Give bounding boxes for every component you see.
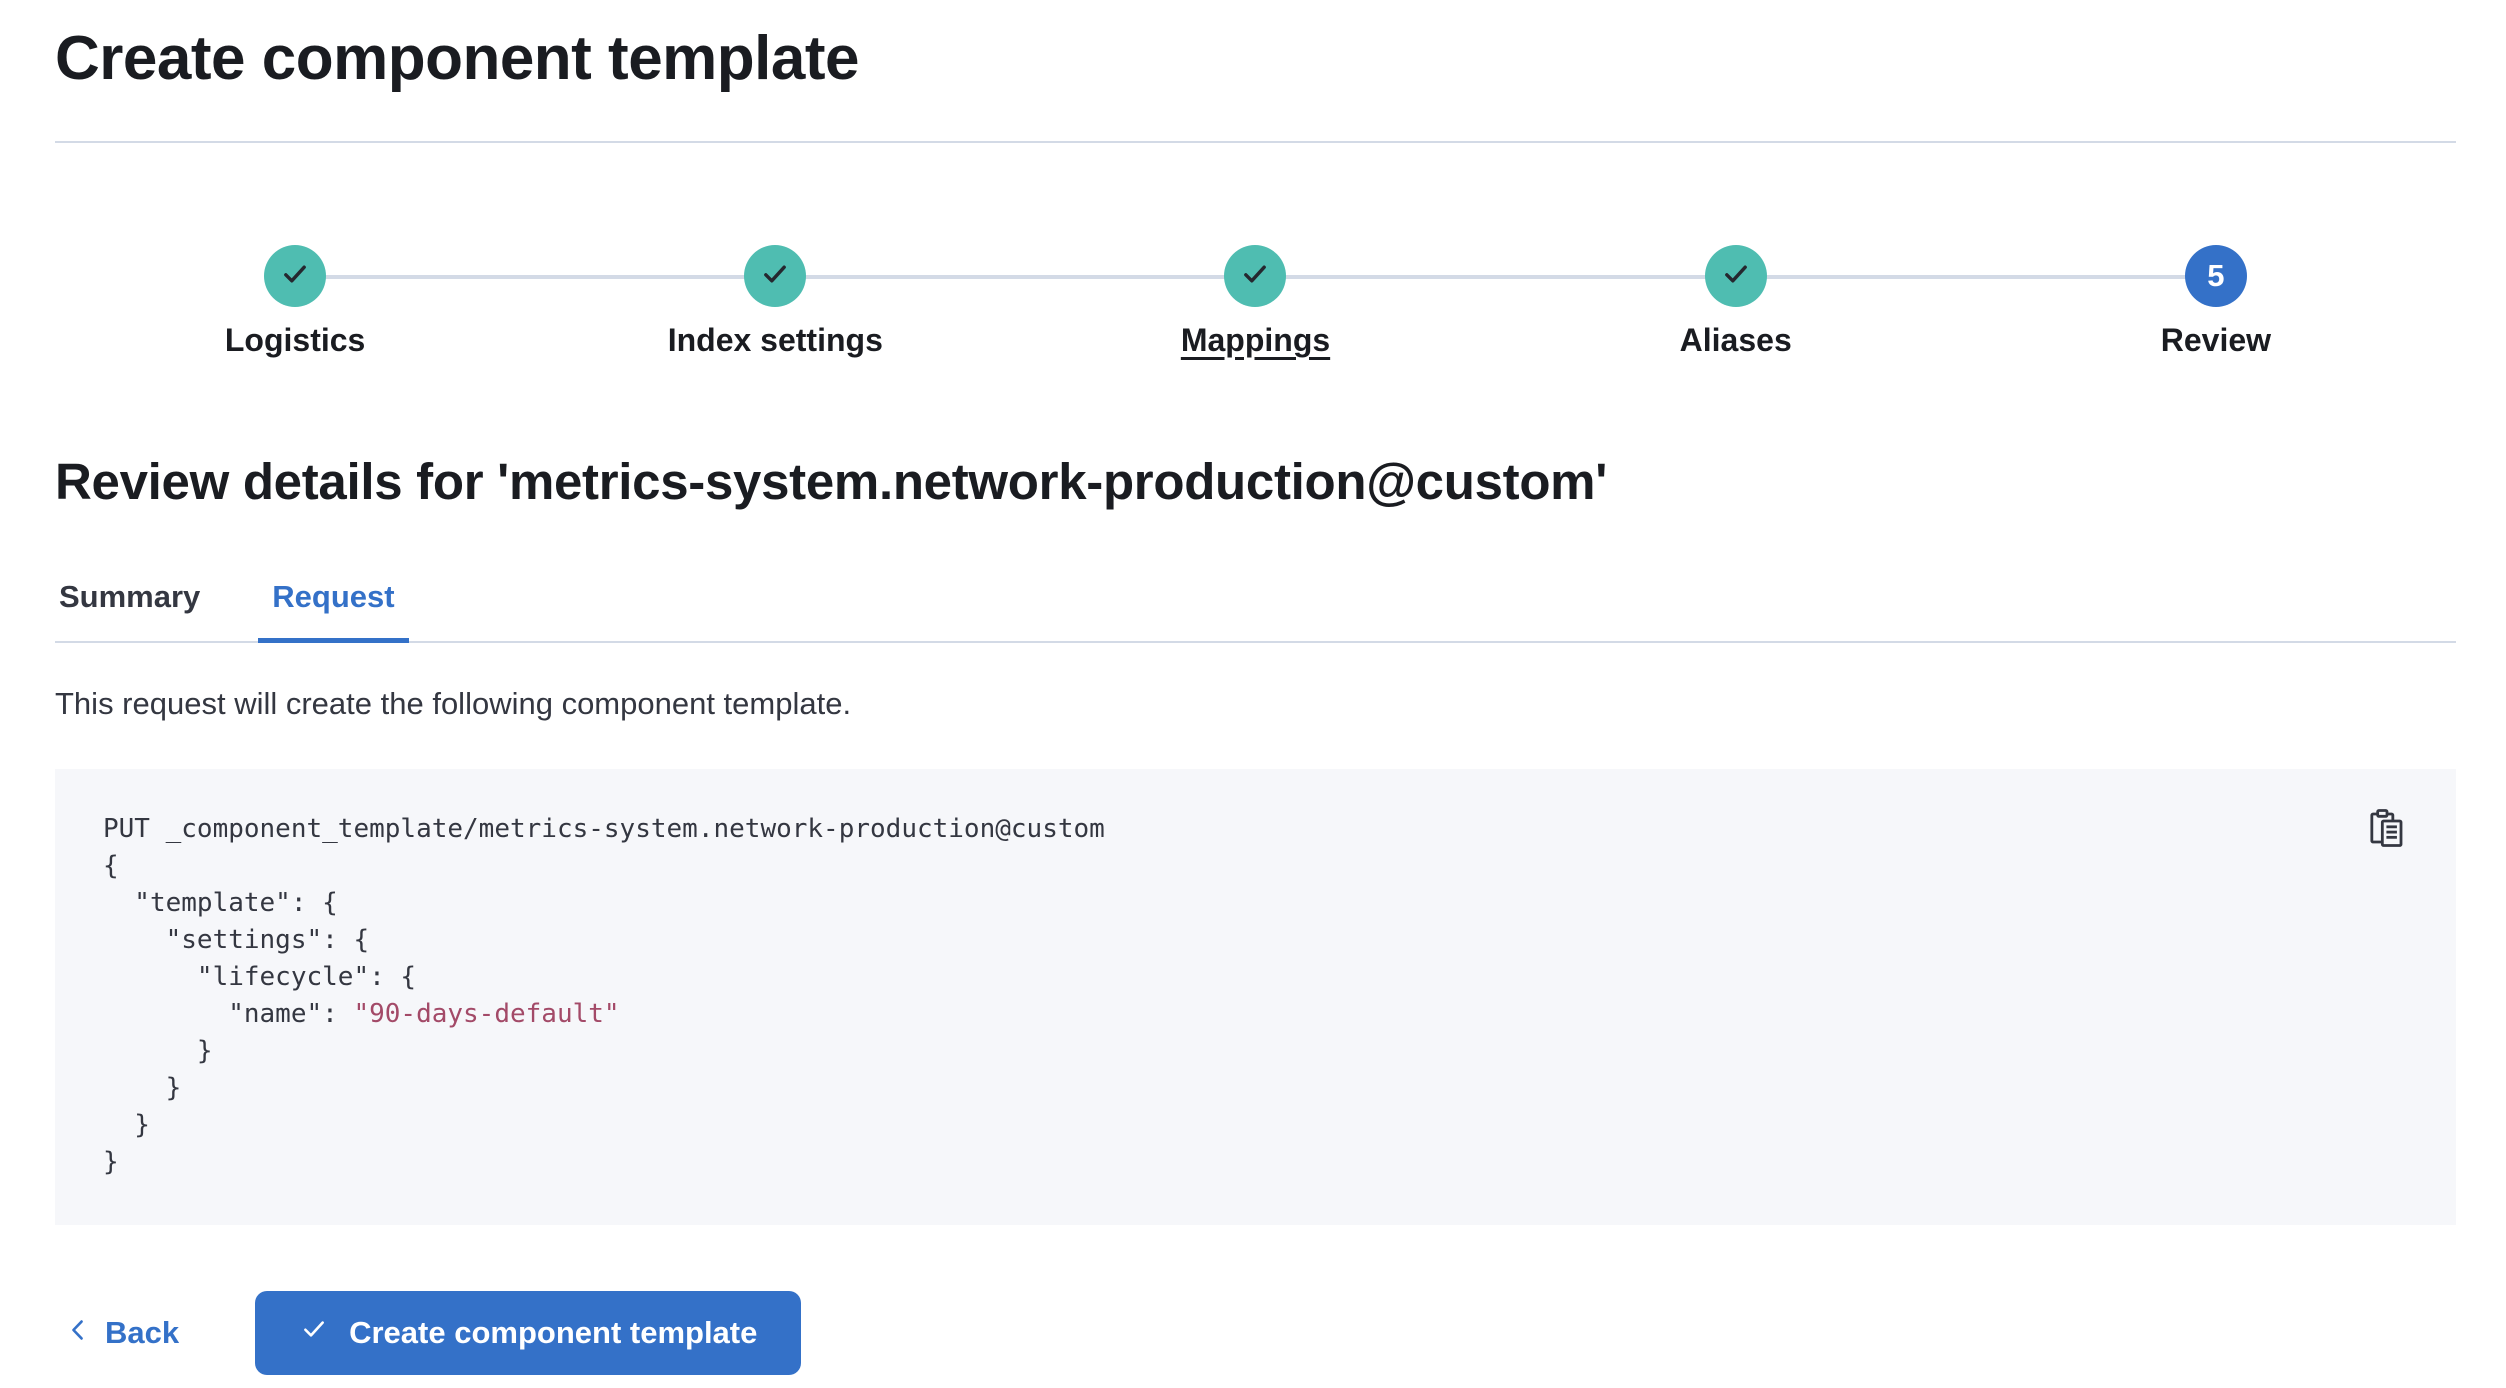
back-button-label: Back [105, 1315, 180, 1350]
review-details-heading: Review details for 'metrics-system.netwo… [55, 453, 1608, 510]
code-line: "settings": { [103, 925, 370, 955]
code-line: } [103, 1036, 213, 1066]
step-number: 5 [2207, 258, 2225, 293]
step-circle-complete [744, 245, 807, 307]
create-component-template-button[interactable]: Create component template [255, 1291, 802, 1375]
request-description: This request will create the following c… [55, 686, 852, 721]
code-string-value: "90-days-default" [353, 999, 620, 1029]
check-icon [759, 258, 791, 295]
tab-request[interactable]: Request [258, 578, 409, 643]
check-icon [299, 1314, 329, 1352]
check-icon [1239, 258, 1271, 295]
request-code-block: PUT _component_template/metrics-system.n… [55, 769, 2456, 1225]
code-line: } [103, 1073, 182, 1103]
step-logistics[interactable]: Logistics [55, 245, 535, 359]
page-title: Create component template [55, 24, 860, 93]
code-line: { [103, 851, 119, 881]
copy-button[interactable] [2368, 807, 2410, 849]
code-line: "lifecycle": { [103, 962, 417, 992]
code-line: "template": { [103, 888, 338, 918]
back-button[interactable]: Back [55, 1315, 189, 1351]
step-circle-current: 5 [2184, 245, 2247, 307]
step-index-settings[interactable]: Index settings [535, 245, 1015, 359]
check-icon [1720, 258, 1752, 295]
step-label: Logistics [224, 322, 366, 358]
step-aliases[interactable]: Aliases [1496, 245, 1976, 359]
step-circle-complete [1704, 245, 1767, 307]
chevron-left-icon [65, 1315, 91, 1351]
review-tabs: Summary Request [55, 578, 2456, 643]
step-label: Aliases [1679, 322, 1792, 358]
code-line: PUT _component_template/metrics-system.n… [103, 814, 1105, 844]
code-line: "name": "90-days-default" [103, 999, 620, 1029]
tabs-divider [55, 641, 2456, 643]
wizard-footer: Back Create component template [55, 1291, 2456, 1375]
step-label: Mappings [1180, 322, 1331, 358]
step-circle-complete [1224, 245, 1287, 307]
step-circle-complete [264, 245, 327, 307]
code-line: } [103, 1110, 150, 1140]
step-review[interactable]: 5 Review [1976, 245, 2456, 359]
step-mappings[interactable]: Mappings [1015, 245, 1495, 359]
check-icon [279, 258, 311, 295]
code-line: } [103, 1147, 119, 1177]
wizard-stepper: Logistics Index settings Mappings Aliase… [55, 245, 2456, 359]
step-label: Index settings [667, 322, 883, 358]
title-divider [55, 141, 2456, 143]
tab-summary[interactable]: Summary [59, 579, 201, 614]
step-label: Review [2160, 322, 2272, 358]
copy-clipboard-icon [2368, 807, 2410, 849]
create-button-label: Create component template [349, 1315, 758, 1350]
